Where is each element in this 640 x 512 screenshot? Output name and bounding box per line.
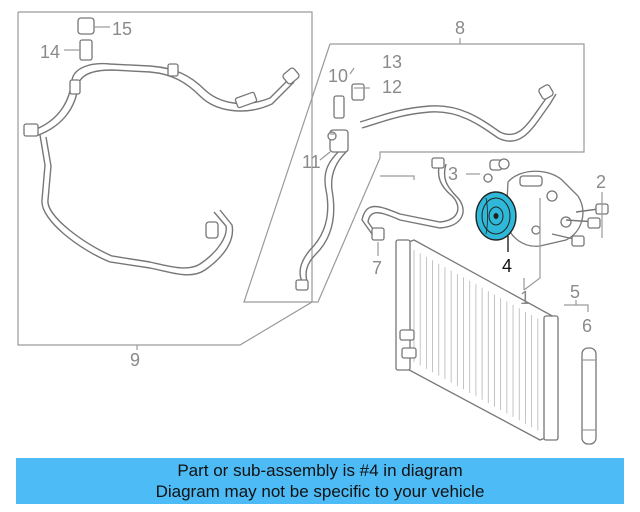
callout-4: 4 xyxy=(502,256,512,276)
clutch-pulley-highlight xyxy=(475,191,517,241)
callout-12: 12 xyxy=(382,77,402,97)
callout-5: 5 xyxy=(570,282,580,302)
group-box-9 xyxy=(17,11,313,350)
callout-10: 10 xyxy=(328,66,348,86)
service-valve-14-15 xyxy=(64,17,110,61)
callout-2: 2 xyxy=(596,172,606,192)
suction-hose xyxy=(23,62,300,276)
callout-1: 1 xyxy=(520,288,530,308)
callout-15: 15 xyxy=(112,19,132,39)
banner-line-disclaimer: Diagram may not be specific to your vehi… xyxy=(155,482,485,501)
info-banner: Part or sub-assembly is #4 in diagram Di… xyxy=(16,458,624,504)
callout-brackets xyxy=(380,175,603,312)
receiver-drier xyxy=(581,347,597,445)
callout-6: 6 xyxy=(582,316,592,336)
callout-9: 9 xyxy=(130,350,140,370)
banner-line-part-number: Part or sub-assembly is #4 in diagram xyxy=(177,461,463,480)
callout-13: 13 xyxy=(382,52,402,72)
callout-3: 3 xyxy=(448,164,458,184)
condenser xyxy=(395,239,559,441)
callout-14: 14 xyxy=(40,42,60,62)
group-box-8 xyxy=(243,38,585,303)
callout-11: 11 xyxy=(302,152,321,172)
liquid-line-7 xyxy=(361,157,464,241)
callout-labels: 15 14 9 8 13 10 12 11 3 2 4 7 1 5 6 xyxy=(40,18,606,370)
leader-lines xyxy=(319,67,480,256)
parts-diagram: 15 14 9 8 13 10 12 11 3 2 4 7 1 5 6 xyxy=(17,11,609,445)
callout-7: 7 xyxy=(372,258,382,278)
callout-8: 8 xyxy=(455,18,465,38)
